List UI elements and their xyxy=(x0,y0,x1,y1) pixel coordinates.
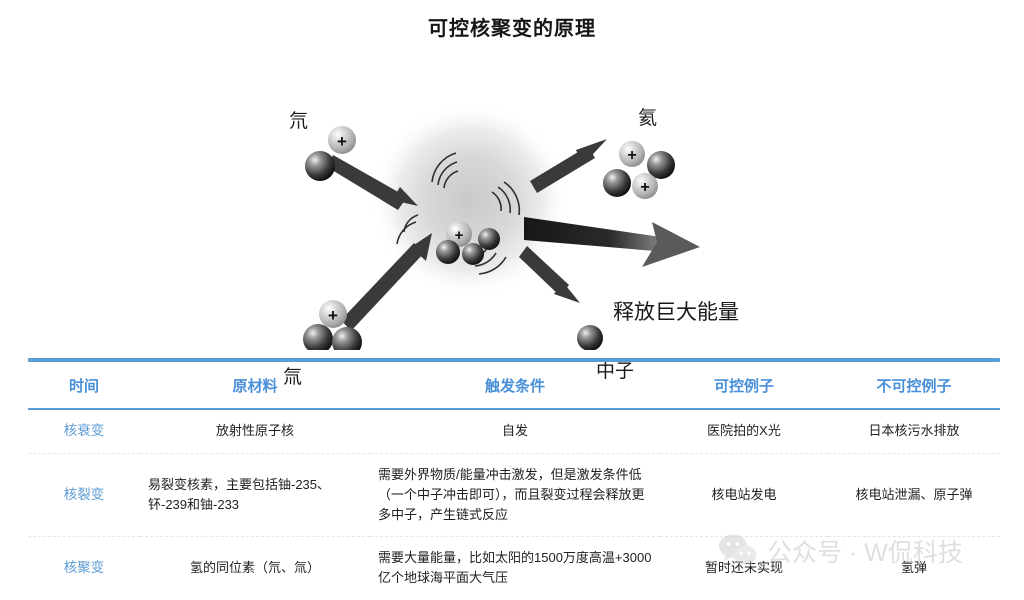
table-top-rule xyxy=(28,358,1000,362)
cell-controlled: 医院拍的X光 xyxy=(707,423,781,439)
cell-uncontrolled: 日本核污水排放 xyxy=(868,423,960,439)
particle-cluster-deuterium: + xyxy=(305,126,356,181)
label-helium: 氦 xyxy=(638,108,658,129)
table-row: 核聚变 氢的同位素（氘、氚） 需要大量能量，比如太阳的1500万度高温+3000… xyxy=(28,536,1000,600)
arrow-neutron-out xyxy=(519,246,580,303)
column-header-trigger: 触发条件 xyxy=(370,362,660,410)
core-particles: + xyxy=(436,221,500,265)
radiation-waves xyxy=(396,152,521,275)
svg-text:+: + xyxy=(337,132,347,151)
svg-text:+: + xyxy=(328,306,338,325)
cell-material: 易裂变核素，主要包括铀-235、钚-239和铀-233 xyxy=(140,452,370,537)
column-header-uncontrolled: 不可控例子 xyxy=(828,362,1000,410)
comparison-table-wrapper: 时间 原材料 触发条件 可控例子 不可控例子 核衰变 放射性原子核 自发 医院拍… xyxy=(28,358,1000,600)
arrow-deuterium-in xyxy=(327,155,418,210)
page-title: 可控核聚变的原理 xyxy=(428,18,596,40)
cell-trigger: 自发 xyxy=(501,423,528,439)
particle-cluster-helium: + + xyxy=(603,141,675,199)
cell-controlled: 暂时还未实现 xyxy=(660,536,828,600)
cell-trigger: 需要大量能量，比如太阳的1500万度高温+3000亿个地球海平面大气压 xyxy=(370,536,660,600)
cell-time: 核衰变 xyxy=(63,423,105,438)
table-row: 核衰变 放射性原子核 自发 医院拍的X光 日本核污水排放 xyxy=(28,409,1000,453)
arrow-helium-out xyxy=(530,139,607,193)
column-header-time: 时间 xyxy=(28,362,140,410)
svg-text:+: + xyxy=(640,179,649,196)
cell-trigger: 需要外界物质/能量冲击激发，但是激发条件低（一个中子冲击即可），而且裂变过程会释… xyxy=(370,452,660,537)
cell-time: 核裂变 xyxy=(28,452,140,537)
table-row: 核裂变 易裂变核素，主要包括铀-235、钚-239和铀-233 需要外界物质/能… xyxy=(28,452,1000,537)
fusion-diagram-svg: + + + + xyxy=(303,102,700,350)
table-header-row: 时间 原材料 触发条件 可控例子 不可控例子 xyxy=(28,362,1000,410)
column-header-material: 原材料 xyxy=(140,362,370,410)
fusion-diagram: + + + + xyxy=(0,40,1024,388)
cell-time: 核聚变 xyxy=(28,536,140,600)
particle-free-neutron xyxy=(577,325,603,350)
cell-controlled: 核电站发电 xyxy=(660,452,828,537)
cell-uncontrolled: 核电站泄漏、原子弹 xyxy=(828,452,1000,537)
svg-text:+: + xyxy=(455,227,464,244)
cell-material: 放射性原子核 xyxy=(215,423,294,439)
cell-uncontrolled: 氢弹 xyxy=(828,536,1000,600)
arrow-energy-out xyxy=(524,217,700,267)
svg-text:+: + xyxy=(627,147,636,164)
label-deuterium: 氘 xyxy=(289,111,309,132)
label-energy-release: 释放巨大能量 xyxy=(613,301,739,324)
column-header-controlled: 可控例子 xyxy=(660,362,828,410)
arrow-tritium-in xyxy=(341,233,432,331)
cell-material: 氢的同位素（氘、氚） xyxy=(140,536,370,600)
comparison-table: 时间 原材料 触发条件 可控例子 不可控例子 核衰变 放射性原子核 自发 医院拍… xyxy=(28,362,1000,600)
particle-cluster-tritium: + xyxy=(303,300,362,350)
